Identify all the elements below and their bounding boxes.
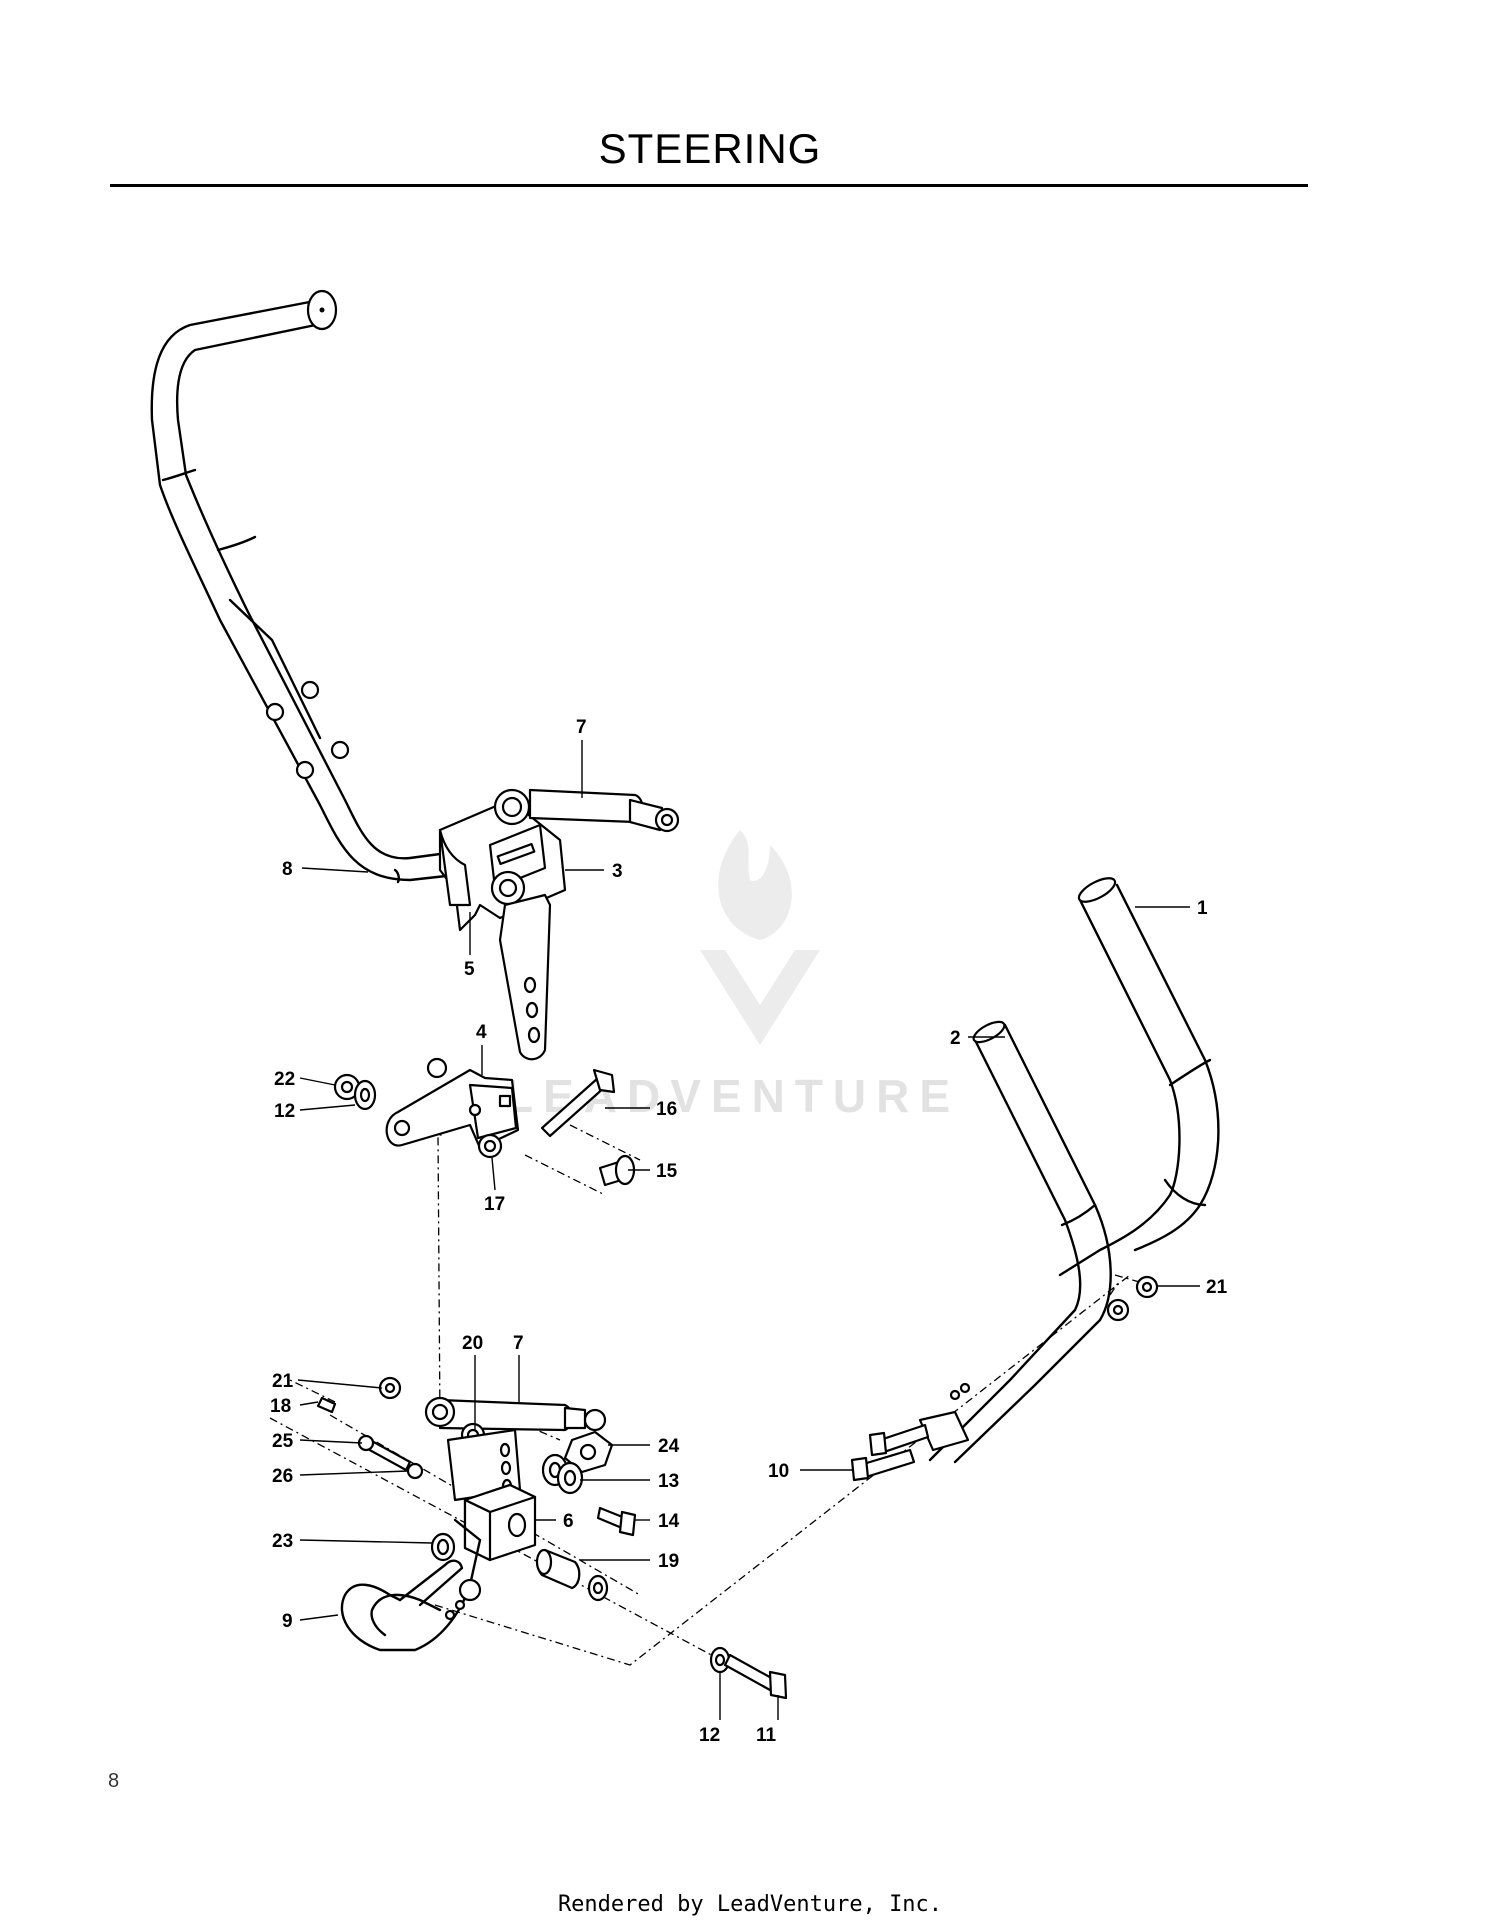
assembly-lines (269, 1117, 1151, 1666)
part-7-upper-damper (493, 788, 680, 833)
part-8-left-steering-lever (150, 289, 457, 884)
part-12-washer-lower-mid (587, 1574, 609, 1602)
callout-labels: 1 2 3 4 5 6 7 7 8 9 10 11 12 12 13 14 15… (270, 717, 1228, 1746)
part-13-washers (541, 1453, 584, 1495)
callout-17: 17 (484, 1194, 505, 1215)
part-11-bolt (723, 1653, 788, 1700)
callout-19: 19 (658, 1551, 679, 1572)
callout-7-lower: 7 (513, 1333, 524, 1354)
assembly-line-i (524, 1154, 606, 1196)
callout-16: 16 (656, 1099, 677, 1120)
callout-20: 20 (462, 1333, 483, 1354)
part-10-bolts (850, 1423, 930, 1482)
callout-leaders (297, 740, 1200, 1720)
part-21-nuts-right (1106, 1275, 1159, 1322)
v-logo-icon (700, 950, 820, 1045)
part-17-nut (477, 1133, 503, 1159)
assembly-line-b (289, 1379, 336, 1403)
assembly-line-d (329, 1414, 641, 1596)
part-1-right-steering-lever (1058, 877, 1220, 1277)
assembly-line-h (569, 1124, 641, 1161)
part-25-bolt (357, 1434, 412, 1472)
callout-1: 1 (1197, 898, 1208, 919)
assembly-line-g (1109, 1279, 1121, 1296)
part-24-nut (563, 1430, 614, 1474)
part-14-bolt (596, 1506, 637, 1537)
callout-25: 25 (272, 1431, 294, 1452)
part-23-washer (430, 1532, 456, 1562)
leadventure-watermark: LEADVENTURE (505, 830, 950, 1122)
part-pivot-plate (446, 1428, 522, 1502)
callout-11: 11 (756, 1725, 777, 1746)
callout-26: 26 (272, 1466, 293, 1487)
part-19-spacer (535, 1548, 581, 1590)
flame-logo-icon (718, 830, 792, 940)
callout-12-lower: 12 (699, 1725, 720, 1746)
assembly-line-e (269, 1417, 731, 1666)
part-6-pivot-block (463, 1483, 537, 1562)
part-7-lower-damper (424, 1396, 607, 1432)
assembly-line-c (434, 1274, 1131, 1666)
callout-5: 5 (464, 959, 475, 980)
callout-22: 22 (274, 1069, 295, 1090)
part-5-pivot-arm (438, 828, 552, 1061)
callout-6: 6 (563, 1511, 574, 1532)
callout-9: 9 (282, 1611, 293, 1632)
part-12-washer-upper (353, 1079, 377, 1111)
callout-15: 15 (656, 1161, 678, 1182)
callout-12-upper: 12 (274, 1101, 295, 1122)
callout-13: 13 (658, 1471, 679, 1492)
part-21-nut-left (378, 1376, 402, 1400)
callout-14: 14 (658, 1511, 680, 1532)
callout-23: 23 (272, 1531, 293, 1552)
part-16-bolt (540, 1068, 616, 1138)
part-2-right-steering-lever (918, 1020, 1112, 1464)
callout-3: 3 (612, 861, 623, 882)
callout-10: 10 (768, 1461, 789, 1482)
footer-credit: Rendered by LeadVenture, Inc. (557, 1892, 943, 1917)
callout-2: 2 (950, 1028, 961, 1049)
assembly-line-a (419, 1117, 445, 1426)
callout-24: 24 (658, 1436, 680, 1457)
part-18-grease-fitting (316, 1396, 337, 1414)
callout-4: 4 (476, 1022, 487, 1043)
callout-8: 8 (282, 859, 293, 880)
title-rule (110, 184, 1308, 187)
page-number: 8 (108, 1770, 120, 1792)
part-9-foot-pedal (340, 1518, 482, 1652)
callout-18: 18 (270, 1396, 291, 1417)
page-title: STEERING (598, 125, 822, 172)
callout-21-right: 21 (1206, 1277, 1228, 1298)
part-4-bracket (385, 1057, 520, 1150)
callout-7-upper: 7 (576, 717, 587, 738)
callout-21-left: 21 (272, 1371, 294, 1392)
part-26-nut (406, 1462, 424, 1480)
